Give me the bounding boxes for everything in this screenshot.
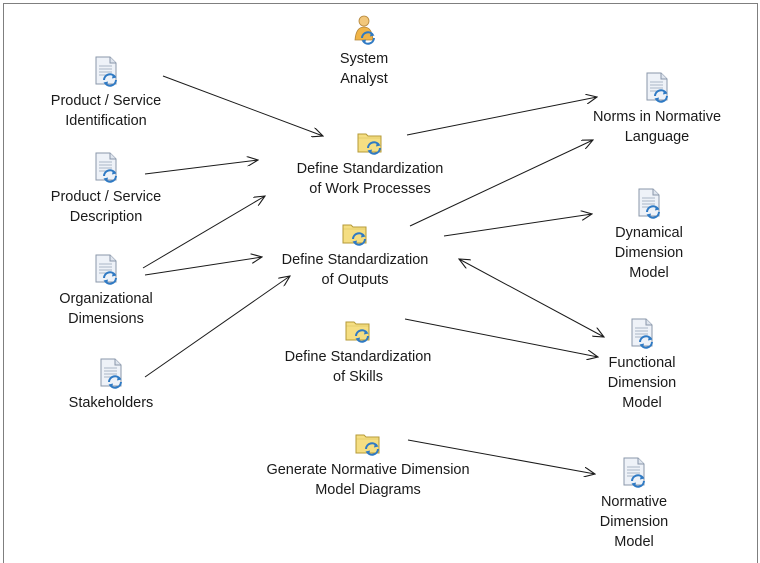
task-folder-icon [340,215,370,249]
task-folder-icon [355,124,385,158]
work-product-icon [91,152,121,186]
task-label-line-2: of Skills [333,369,383,385]
work-product-label-line-1: Organizational [59,291,153,307]
task-generate-normative-dimension-model-diagrams[interactable]: Generate Normative Dimension Model Diagr… [238,425,498,500]
work-product-icon [91,254,121,288]
work-product-label-line-2: Description [69,209,143,225]
work-product-dynamical-dimension-model[interactable]: Dynamical Dimension Model [599,188,699,283]
work-product-product-service-description[interactable]: Product / Service Description [36,152,176,227]
work-product-label-line-2: Language [624,129,690,145]
diagram-frame [3,3,758,563]
work-product-label-line-1: Norms in Normative [592,109,722,125]
work-product-norms-in-normative-language[interactable]: Norms in Normative Language [582,72,732,147]
work-product-icon [619,457,649,491]
work-product-product-service-identification[interactable]: Product / Service Identification [36,56,176,131]
work-product-label-line-2: Dimension [614,245,684,261]
task-label-line-2: Model Diagrams [315,482,421,498]
work-product-icon [91,56,121,90]
work-product-icon [627,318,657,352]
task-label-line-1: Define Standardization [284,349,432,365]
task-define-standardization-outputs[interactable]: Define Standardization of Outputs [255,215,455,290]
work-product-label-line-1: Normative [600,494,668,510]
task-label-line-2: of Outputs [321,272,389,288]
task-label-line-1: Generate Normative Dimension [266,462,470,478]
role-label-line-1: System [339,51,389,67]
task-folder-icon [353,425,383,459]
work-product-label-line-2: Identification [65,113,147,129]
role-system-analyst[interactable]: System Analyst [324,14,404,89]
work-product-functional-dimension-model[interactable]: Functional Dimension Model [592,318,692,413]
work-product-icon [96,358,126,392]
person-role-icon [349,14,379,48]
work-product-organizational-dimensions[interactable]: Organizational Dimensions [41,254,171,329]
work-product-label-line-3: Model [622,395,662,411]
task-folder-icon [343,312,373,346]
work-product-label-line-1: Functional [608,355,676,371]
task-label-line-1: Define Standardization [281,252,429,268]
work-product-label-line-1: Stakeholders [68,395,154,411]
work-product-label-line-1: Product / Service [50,189,162,205]
work-product-normative-dimension-model[interactable]: Normative Dimension Model [584,457,684,552]
work-product-label-line-3: Model [614,534,654,550]
work-product-label-line-1: Product / Service [50,93,162,109]
role-label-line-2: Analyst [340,71,388,87]
task-define-standardization-skills[interactable]: Define Standardization of Skills [258,312,458,387]
work-product-label-line-1: Dynamical [615,225,683,241]
work-product-label-line-2: Dimension [599,514,669,530]
task-define-standardization-work-processes[interactable]: Define Standardization of Work Processes [270,124,470,199]
work-product-icon [634,188,664,222]
work-product-label-line-2: Dimension [607,375,677,391]
work-product-label-line-2: Dimensions [68,311,144,327]
task-label-line-1: Define Standardization [296,161,444,177]
work-product-icon [642,72,672,106]
work-product-stakeholders[interactable]: Stakeholders [56,358,166,413]
work-product-label-line-3: Model [629,265,669,281]
task-label-line-2: of Work Processes [309,181,431,197]
